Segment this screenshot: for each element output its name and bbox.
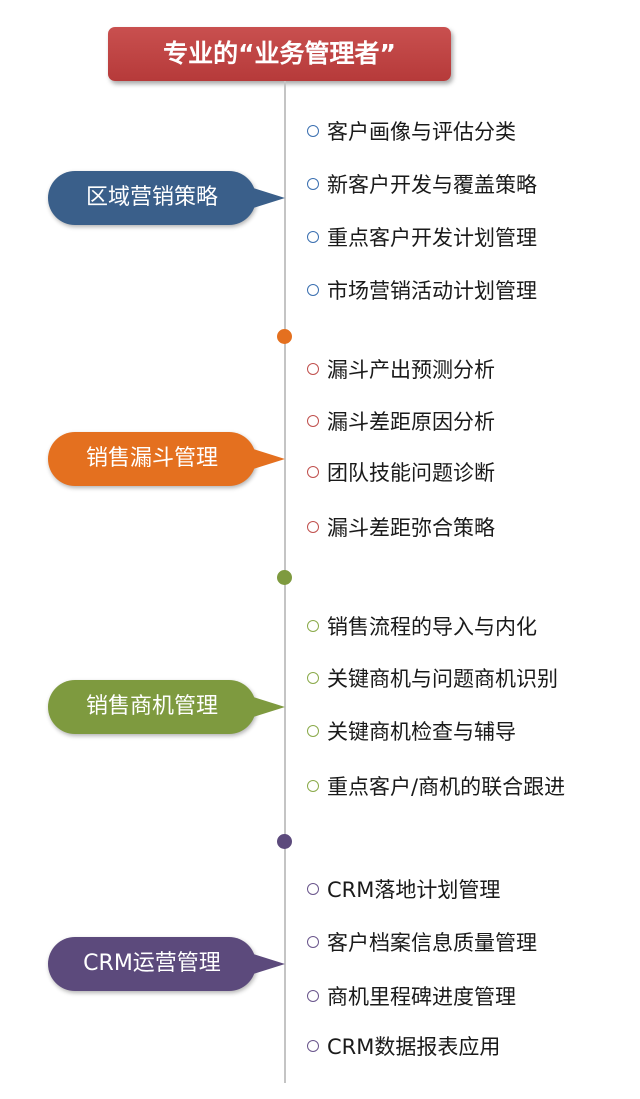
pill-pointer xyxy=(250,696,285,718)
circle-bullet-icon xyxy=(307,466,319,478)
list-item: 客户档案信息质量管理 xyxy=(307,927,537,959)
list-item: CRM数据报表应用 xyxy=(307,1031,500,1063)
list-item: 关键商机与问题商机识别 xyxy=(307,663,558,695)
pill-pointer xyxy=(250,187,285,209)
list-item: 漏斗差距弥合策略 xyxy=(307,512,495,544)
section-label: 销售商机管理 xyxy=(48,680,256,734)
list-item: 重点客户开发计划管理 xyxy=(307,222,537,254)
circle-bullet-icon xyxy=(307,990,319,1002)
circle-bullet-icon xyxy=(307,231,319,243)
circle-bullet-icon xyxy=(307,521,319,533)
list-item: 商机里程碑进度管理 xyxy=(307,981,516,1013)
list-item: 漏斗产出预测分析 xyxy=(307,354,495,386)
circle-bullet-icon xyxy=(307,363,319,375)
timeline-dot-orange xyxy=(277,329,292,344)
circle-bullet-icon xyxy=(307,883,319,895)
section-label: CRM运营管理 xyxy=(48,937,256,991)
list-item: 漏斗差距原因分析 xyxy=(307,406,495,438)
list-item: 重点客户/商机的联合跟进 xyxy=(307,771,565,803)
circle-bullet-icon xyxy=(307,936,319,948)
circle-bullet-icon xyxy=(307,1040,319,1052)
list-item: 新客户开发与覆盖策略 xyxy=(307,169,537,201)
circle-bullet-icon xyxy=(307,672,319,684)
list-item: 市场营销活动计划管理 xyxy=(307,275,537,307)
list-item: 团队技能问题诊断 xyxy=(307,457,495,489)
circle-bullet-icon xyxy=(307,415,319,427)
timeline-dot-green xyxy=(277,570,292,585)
circle-bullet-icon xyxy=(307,125,319,137)
circle-bullet-icon xyxy=(307,725,319,737)
section-label: 区域营销策略 xyxy=(48,171,256,225)
circle-bullet-icon xyxy=(307,620,319,632)
list-item: 关键商机检查与辅导 xyxy=(307,716,516,748)
list-item: 客户画像与评估分类 xyxy=(307,116,516,148)
pill-pointer xyxy=(250,448,285,470)
circle-bullet-icon xyxy=(307,284,319,296)
pill-pointer xyxy=(250,953,285,975)
circle-bullet-icon xyxy=(307,780,319,792)
timeline-dot-purple xyxy=(277,834,292,849)
section-label: 销售漏斗管理 xyxy=(48,432,256,486)
circle-bullet-icon xyxy=(307,178,319,190)
page-title: 专业的“业务管理者” xyxy=(108,27,451,81)
list-item: CRM落地计划管理 xyxy=(307,874,500,906)
list-item: 销售流程的导入与内化 xyxy=(307,611,537,643)
